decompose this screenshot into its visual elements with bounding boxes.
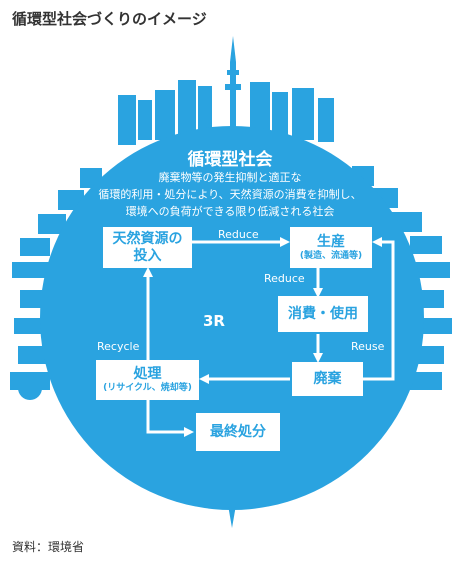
society-description-line-2: 循環的利用・処分により、天然資源の消費を抑制し、 [98, 188, 362, 201]
final-disposal-label: 最終処分 [210, 423, 266, 440]
society-title: 循環型社会 [187, 150, 273, 170]
waste-label: 廃棄 [313, 370, 342, 387]
society-description-line-3: 環境への負荷ができる限り低減される社会 [125, 205, 335, 218]
natural-resources-box: 天然資源の 投入 [103, 227, 192, 268]
final-disposal-box: 最終処分 [196, 413, 280, 451]
page-title: 循環型社会づくりのイメージ [12, 10, 207, 28]
source-note: 資料：環境省 [12, 540, 85, 554]
waste-box: 廃棄 [292, 362, 363, 396]
production-box: 生産 (製造、流通等) [290, 227, 372, 268]
flow-arrows [143, 237, 395, 437]
circular-society-illustration [10, 36, 452, 528]
treatment-label: 処理 [133, 366, 162, 383]
production-label: 生産 [317, 233, 345, 250]
consumption-label: 消費・使用 [288, 305, 358, 322]
recycle-label: Recycle [97, 340, 140, 353]
reuse-label: Reuse [351, 340, 385, 353]
society-circle [40, 126, 424, 510]
three-r-label: 3R [203, 312, 225, 330]
treatment-sublabel: (リサイクル、焼却等) [103, 383, 192, 393]
society-description-line-1: 廃棄物等の発生抑制と適正な [158, 171, 302, 184]
natural-resources-label: 天然資源の 投入 [112, 230, 183, 264]
treatment-box: 処理 (リサイクル、焼却等) [96, 360, 199, 400]
reduce-label-mid: Reduce [264, 272, 305, 285]
reduce-label-top: Reduce [218, 228, 259, 241]
production-sublabel: (製造、流通等) [299, 250, 363, 261]
consumption-box: 消費・使用 [278, 296, 368, 332]
